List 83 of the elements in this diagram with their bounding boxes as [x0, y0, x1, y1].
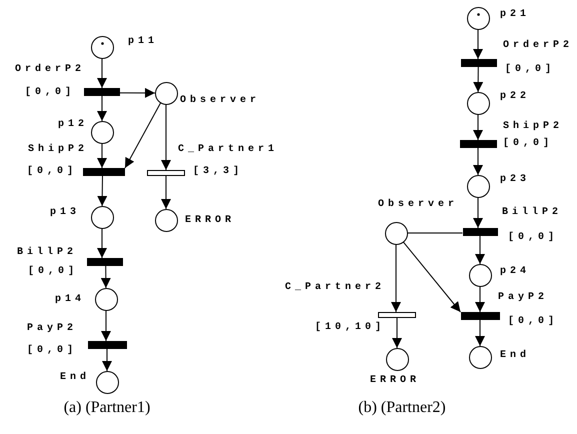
- arc-arrow: [473, 114, 483, 140]
- place-name: p24: [500, 266, 530, 278]
- place-name: ERROR: [185, 215, 236, 227]
- transition-name: ShipP2: [503, 121, 564, 133]
- transition-bar: [147, 170, 185, 176]
- place-name: ERROR: [370, 375, 420, 387]
- place-name: End: [500, 350, 530, 362]
- place-circle: [386, 348, 408, 370]
- place-name: p13: [50, 207, 80, 219]
- arc-arrow: [124, 102, 162, 168]
- place-circle: [154, 82, 178, 104]
- transition-bar: [378, 312, 416, 318]
- arc-arrow: [475, 320, 485, 346]
- place-name: p21: [500, 9, 530, 21]
- place-name: p22: [500, 91, 530, 103]
- time-interval: [0,0]: [508, 232, 558, 244]
- transition-bar: [84, 88, 120, 96]
- transition-name: OrderP2: [15, 64, 86, 76]
- place-circle: [96, 370, 118, 394]
- arc-arrow: [475, 286, 485, 312]
- place-name: Observer: [180, 95, 260, 107]
- arc-arrow: [97, 228, 107, 258]
- transition-name: ShipP2: [28, 144, 88, 156]
- time-interval: [0,0]: [28, 266, 78, 278]
- time-interval: [0,0]: [27, 345, 78, 357]
- place-circle: [466, 174, 490, 198]
- arc-arrow: [161, 176, 171, 210]
- arc-arrow: [402, 241, 461, 312]
- place-circle: [94, 288, 118, 310]
- arc-arrow: [120, 88, 156, 98]
- time-interval: [3,3]: [193, 166, 244, 178]
- time-interval: [0,0]: [503, 138, 554, 150]
- place-name: End: [60, 372, 90, 384]
- transition-bar: [461, 59, 497, 67]
- transition-name: PayP2: [498, 292, 548, 304]
- arc-arrow: [473, 148, 483, 176]
- place-circle: [154, 208, 178, 232]
- transition-name: BillP2: [502, 207, 562, 219]
- subfigure-caption: (a) (Partner1): [64, 399, 150, 417]
- place-name: p23: [500, 174, 530, 186]
- time-interval: [0,0]: [508, 316, 558, 328]
- transition-bar: [462, 228, 498, 236]
- arc-arrow: [473, 66, 484, 92]
- arc-arrow: [473, 196, 483, 228]
- place-circle: [466, 6, 490, 30]
- arc-arrow: [97, 96, 107, 122]
- arc-arrow: [101, 310, 111, 342]
- transition-name: C_Partner1: [178, 144, 278, 156]
- place-name: p12: [58, 119, 88, 131]
- place-circle: [384, 222, 408, 244]
- arc-arrow: [475, 236, 485, 264]
- transition-name: BillP2: [17, 247, 78, 259]
- time-interval: [0,0]: [505, 64, 556, 76]
- arc-arrow: [391, 244, 401, 312]
- place-name: p14: [55, 294, 86, 306]
- transition-name: OrderP2: [503, 40, 574, 52]
- subfigure-caption: (b) (Partner2): [358, 399, 446, 417]
- place-circle: [468, 346, 492, 368]
- transition-name: C_Partner2: [285, 282, 386, 294]
- arc-arrow: [392, 318, 402, 348]
- transition-bar: [460, 312, 500, 320]
- arc-arrow: [97, 142, 107, 168]
- arc-arrow: [97, 58, 107, 88]
- arc-arrow: [100, 266, 111, 288]
- transition-name: PayP2: [27, 323, 78, 335]
- arc-arrow: [102, 348, 112, 372]
- place-circle: [90, 36, 114, 58]
- transition-bar: [460, 140, 496, 148]
- time-interval: [10,10]: [315, 322, 386, 334]
- arc-arrow: [473, 28, 483, 60]
- arc-arrow: [161, 104, 171, 170]
- time-interval: [0,0]: [25, 87, 76, 99]
- transition-bar: [88, 341, 126, 349]
- place-name: p11: [128, 36, 158, 48]
- place-circle: [468, 264, 492, 286]
- place-name: Observer: [378, 199, 458, 211]
- place-circle: [90, 206, 114, 228]
- time-interval: [0,0]: [27, 166, 78, 178]
- transition-bar: [83, 168, 125, 176]
- place-circle: [466, 92, 490, 114]
- place-circle: [90, 120, 114, 144]
- arc-arrow: [97, 176, 108, 206]
- transition-bar: [87, 258, 123, 266]
